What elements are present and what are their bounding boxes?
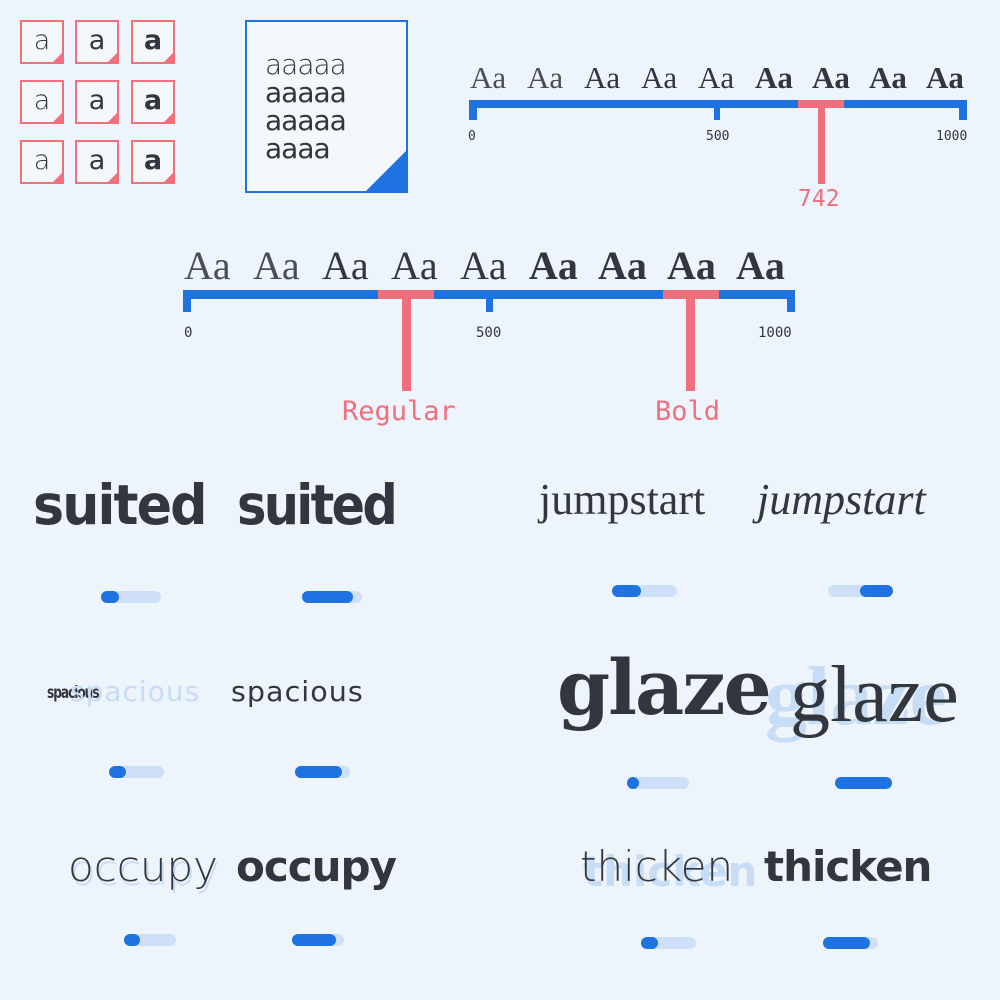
scale-tick bbox=[787, 290, 795, 312]
axis-slider-occupy-left[interactable] bbox=[124, 934, 176, 946]
specimen-word: occupy bbox=[68, 842, 219, 891]
axis-slider-spacious-right[interactable] bbox=[295, 766, 350, 778]
weight-sample: Aa bbox=[470, 60, 507, 95]
page-fold-icon bbox=[162, 171, 175, 184]
glyph-a: a bbox=[143, 85, 163, 116]
font-file-icon: a bbox=[75, 20, 119, 64]
axis-slider-glaze-left[interactable] bbox=[627, 777, 689, 789]
regular-label: Regular bbox=[342, 396, 456, 427]
specimen-word: suited bbox=[33, 473, 208, 537]
tick-label: 0 bbox=[468, 129, 476, 144]
font-file-icon: a bbox=[20, 80, 64, 124]
page-fold-icon bbox=[364, 149, 408, 193]
specimen-word: jumpstart bbox=[539, 475, 706, 524]
page-fold-icon bbox=[106, 51, 119, 64]
document-row: aaaaa bbox=[265, 104, 347, 137]
bold-marker-stem bbox=[686, 290, 695, 391]
glyph-a: a bbox=[143, 25, 163, 56]
axis-slider-suited-left[interactable] bbox=[101, 591, 161, 603]
specimen-word-ghost: glaze bbox=[765, 650, 947, 743]
specimen-word-expanded: spacious bbox=[231, 675, 364, 708]
weight-sample: Aa bbox=[869, 60, 907, 95]
scale-tick bbox=[469, 100, 477, 120]
axis-slider-spacious-left[interactable] bbox=[109, 766, 164, 778]
weight-sample: Aa bbox=[184, 243, 231, 288]
scale-tick bbox=[486, 290, 493, 312]
tick-label: 1000 bbox=[936, 129, 968, 144]
weight-sample: Aa bbox=[736, 243, 785, 288]
specimen-word-ghost: occupy bbox=[70, 846, 221, 895]
font-file-icon: a bbox=[75, 80, 119, 124]
weight-sample: Aa bbox=[812, 60, 850, 95]
weight-sample: Aa bbox=[322, 243, 369, 288]
tick-label: 500 bbox=[476, 325, 502, 341]
weight-sample: Aa bbox=[529, 243, 578, 288]
page-fold-icon bbox=[162, 51, 175, 64]
font-file-icon: a bbox=[20, 140, 64, 184]
page-fold-icon bbox=[162, 111, 175, 124]
glyph-a: a bbox=[88, 85, 106, 116]
page-fold-icon bbox=[106, 111, 119, 124]
weight-sample: Aa bbox=[755, 60, 793, 95]
font-file-icon: a bbox=[131, 140, 175, 184]
weight-sample: Aa bbox=[667, 243, 716, 288]
specimen-word: glaze bbox=[790, 651, 959, 739]
axis-slider-jumpstart-left[interactable] bbox=[612, 585, 677, 597]
weight-sample: Aa bbox=[698, 60, 735, 95]
specimen-word: occupy bbox=[236, 842, 397, 891]
glyph-a: a bbox=[33, 25, 51, 56]
specimen-word-ghost: thicken bbox=[583, 847, 758, 896]
page-fold-icon bbox=[51, 51, 64, 64]
weight-sample: Aa bbox=[584, 60, 621, 95]
specimen-word-italic: jumpstart bbox=[757, 475, 926, 524]
document-row: aaaaa bbox=[265, 48, 347, 81]
axis-slider-occupy-right[interactable] bbox=[292, 934, 344, 946]
font-file-icon: a bbox=[20, 20, 64, 64]
glyph-a: a bbox=[143, 145, 163, 176]
weight-sample: Aa bbox=[253, 243, 300, 288]
scale-tick bbox=[183, 290, 191, 312]
font-file-icon: a bbox=[131, 20, 175, 64]
weight-sample: Aa bbox=[527, 60, 564, 95]
weight-sample: Aa bbox=[641, 60, 678, 95]
font-file-icon: a bbox=[131, 80, 175, 124]
weight-sample: Aa bbox=[391, 243, 438, 288]
axis-slider-thicken-right[interactable] bbox=[823, 937, 878, 949]
tick-label: 1000 bbox=[758, 325, 792, 341]
document-row: aaaaa bbox=[265, 76, 347, 109]
specimen-word-ghost: spacious bbox=[70, 675, 201, 708]
specimen-word: thicken bbox=[764, 842, 932, 891]
document-row: aaaa bbox=[265, 132, 331, 165]
font-document-icon: aaaaa aaaaa aaaaa aaaa bbox=[245, 20, 408, 193]
axis-slider-jumpstart-right[interactable] bbox=[828, 585, 893, 597]
weight-sample: Aa bbox=[598, 243, 647, 288]
specimen-word: thicken bbox=[580, 842, 734, 891]
weight-value-label: 742 bbox=[798, 186, 840, 212]
specimen-word: suited bbox=[237, 473, 398, 537]
tick-label: 500 bbox=[706, 129, 730, 144]
axis-slider-suited-right[interactable] bbox=[302, 591, 362, 603]
glyph-a: a bbox=[33, 145, 51, 176]
axis-slider-glaze-right[interactable] bbox=[835, 777, 892, 789]
page-fold-icon bbox=[51, 111, 64, 124]
scale-tick bbox=[714, 100, 720, 120]
font-file-icon: a bbox=[75, 140, 119, 184]
page-fold-icon bbox=[106, 171, 119, 184]
specimen-word-condensed: spacious bbox=[47, 683, 100, 703]
weight-sample: Aa bbox=[460, 243, 507, 288]
weight-marker-stem bbox=[818, 100, 825, 184]
glyph-a: a bbox=[88, 25, 106, 56]
bold-label: Bold bbox=[655, 396, 721, 427]
scale-tick bbox=[959, 100, 967, 120]
specimen-word: glaze bbox=[557, 643, 772, 732]
glyph-a: a bbox=[88, 145, 106, 176]
weight-sample: Aa bbox=[926, 60, 964, 95]
tick-label: 0 bbox=[184, 325, 193, 341]
axis-slider-thicken-left[interactable] bbox=[641, 937, 696, 949]
page-fold-icon bbox=[51, 171, 64, 184]
regular-marker-stem bbox=[402, 290, 411, 391]
glyph-a: a bbox=[33, 85, 51, 116]
